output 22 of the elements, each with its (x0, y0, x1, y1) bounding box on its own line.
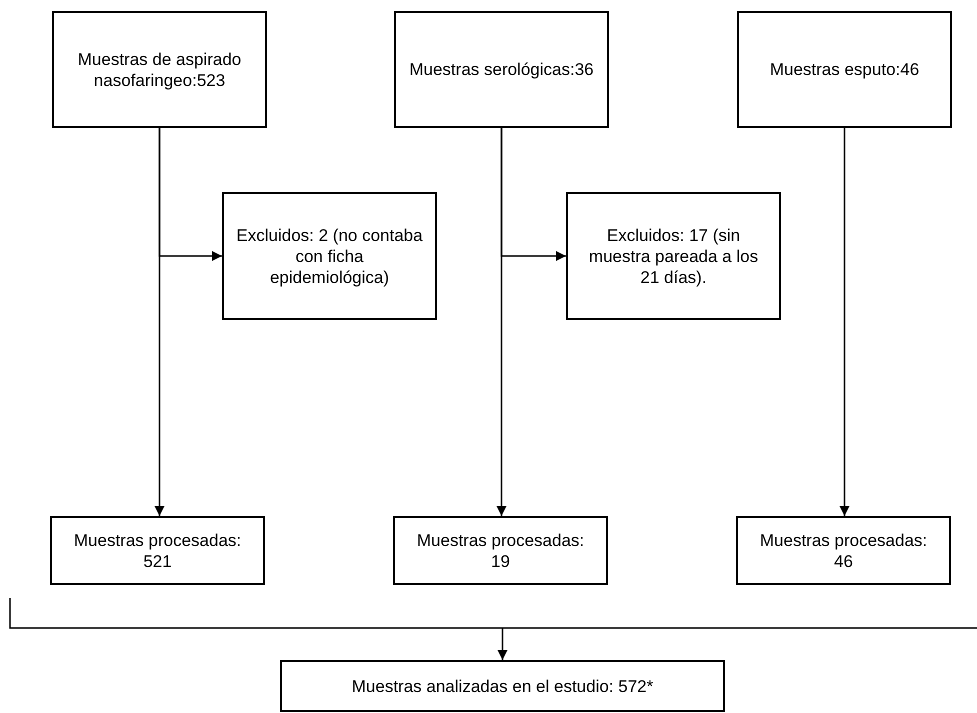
sample-box (737, 11, 952, 128)
arrow (154, 128, 164, 516)
box-text: Muestras esputo:46 (770, 59, 920, 80)
box-text: Muestras analizadas en el estudio: 572* (352, 676, 654, 696)
processed-box (393, 516, 608, 585)
box-text: Muestras serológicas:36 (409, 59, 594, 80)
arrow (496, 128, 506, 516)
exclusion-box (222, 192, 437, 320)
processed-box (50, 516, 265, 585)
box-text: Muestras de aspirado nasofaringeo:523 (76, 48, 242, 90)
processed-box (736, 516, 951, 585)
exclusion-box (566, 192, 781, 320)
box-text: Muestras procesadas: 46 (758, 530, 928, 572)
box-text: Muestras procesadas: 521 (72, 530, 242, 572)
result-box (280, 660, 725, 712)
arrow (840, 128, 850, 516)
box-text: Muestras procesadas: 19 (416, 530, 586, 572)
box-text: Excluidos: 2 (no contaba con ficha epidemiológica) (236, 224, 423, 288)
box-text: Excluidos: 17 (sin muestra pareada a los 21 días). (588, 224, 760, 288)
sample-box (394, 11, 609, 128)
arrow (498, 628, 508, 660)
sample-box (52, 11, 267, 128)
